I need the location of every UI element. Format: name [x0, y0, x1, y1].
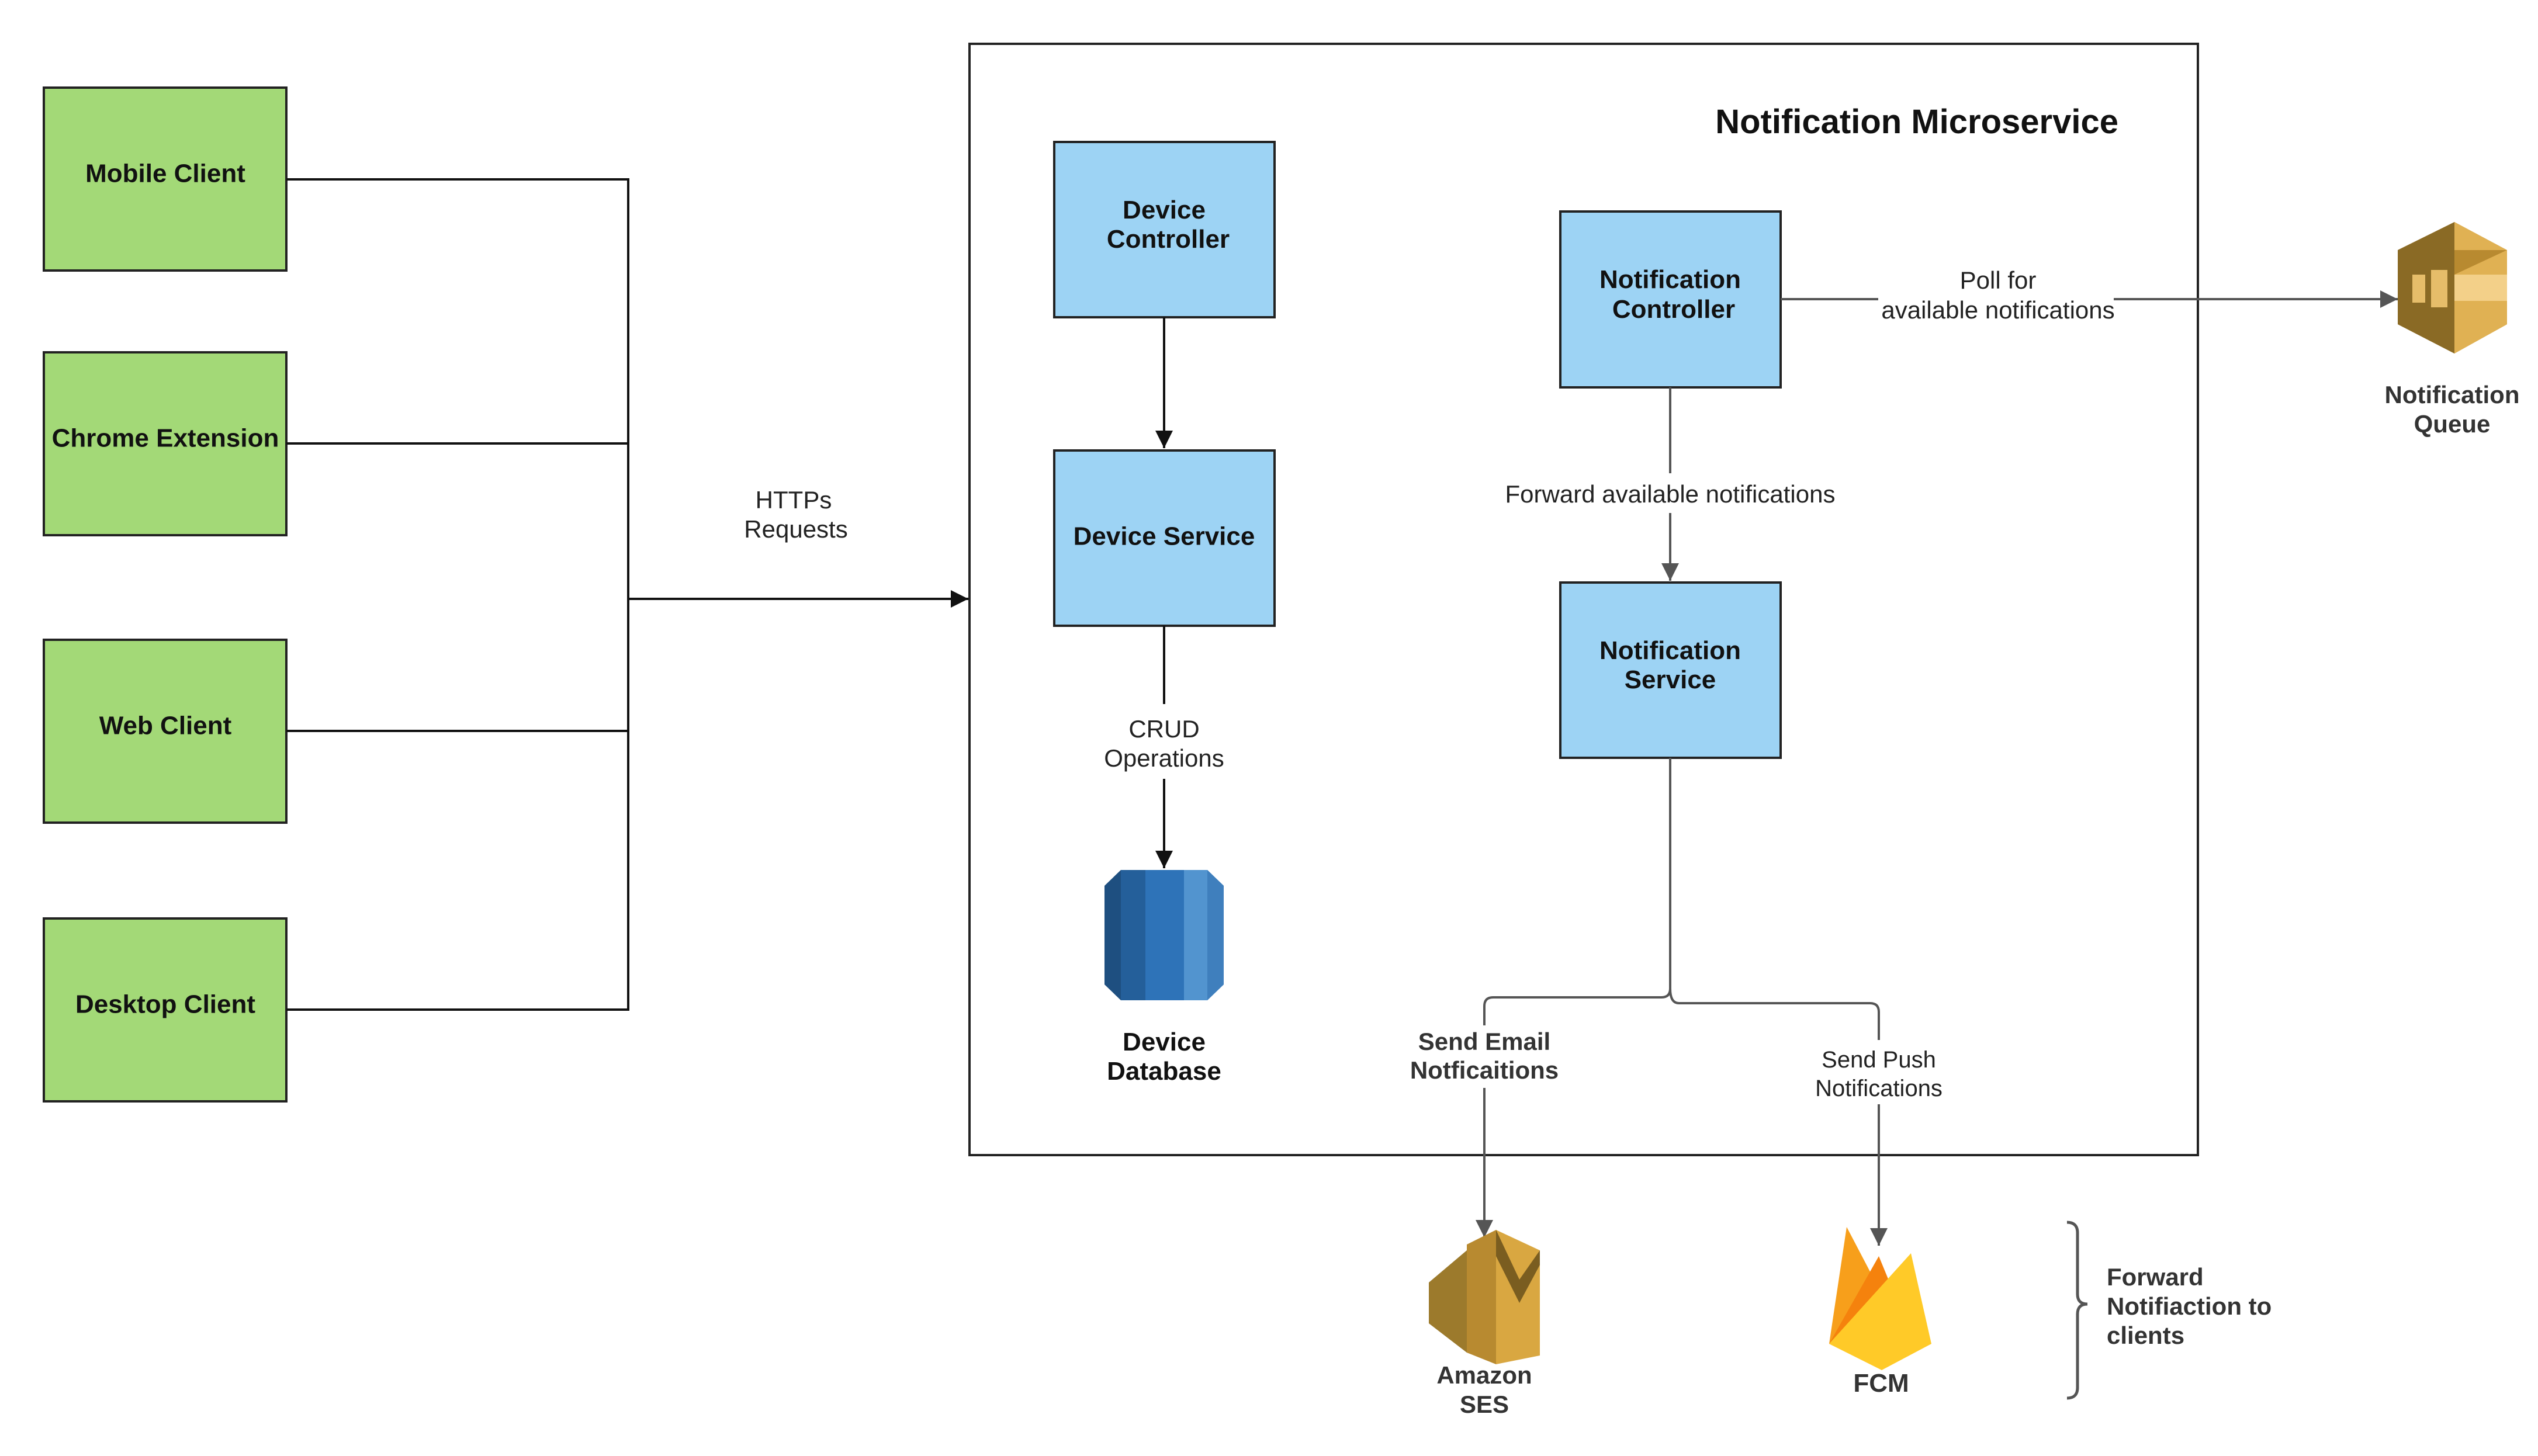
- forward-label: Forward available notifications: [1505, 480, 1836, 508]
- client-mobile: Mobile Client: [43, 86, 288, 272]
- send-branch-edges: Send Email Notficaitions Send Push Notif…: [1410, 758, 1943, 1246]
- fcm-label: FCM: [1853, 1369, 1909, 1398]
- client-web-label: Web Client: [99, 712, 232, 740]
- poll-label-line1: Poll for: [1960, 266, 2037, 294]
- https-requests-edge: HTTPs Requests: [628, 486, 968, 608]
- notification-controller-label-line1: Notification: [1599, 265, 1741, 294]
- forward-notifications-edge: Forward available notifications: [1505, 387, 1836, 581]
- send-email-label-line2: Notficaitions: [1410, 1056, 1559, 1084]
- send-push-label-line1: Send Push: [1822, 1047, 1936, 1073]
- notification-queue-label-line1: Notification: [2385, 381, 2520, 408]
- crud-label-line2: Operations: [1104, 744, 1224, 772]
- device-service-label: Device Service: [1074, 522, 1255, 551]
- aws-sqs-icon: [2398, 222, 2507, 353]
- aws-ses-icon: [1429, 1230, 1540, 1364]
- microservice-boundary: [968, 43, 2199, 1156]
- device-controller-label-line1: Device: [1123, 196, 1206, 224]
- notification-service: Notification Service: [1559, 581, 1782, 759]
- firebase-icon: [1829, 1227, 1931, 1370]
- forward-bracket: [2066, 1221, 2088, 1400]
- amazon-ses-label-line1: Amazon: [1436, 1361, 1532, 1389]
- poll-label-line2: available notifications: [1881, 296, 2114, 324]
- device-controller: Device Controller: [1053, 141, 1276, 318]
- notification-controller: Notification Controller: [1559, 210, 1782, 389]
- client-mobile-label: Mobile Client: [85, 160, 245, 188]
- notification-service-label-line2: Service: [1625, 665, 1716, 694]
- device-database-label-line1: Device: [1123, 1028, 1206, 1056]
- client-chrome-label: Chrome Extension: [52, 424, 279, 453]
- poll-edge: Poll for available notifications: [1781, 266, 2398, 324]
- client-desktop-label: Desktop Client: [75, 990, 255, 1019]
- https-label-line1: HTTPs: [756, 486, 832, 514]
- notification-controller-label-line2: Controller: [1612, 295, 1735, 324]
- crud-label-line1: CRUD: [1128, 715, 1199, 743]
- notification-service-label-line1: Notification: [1599, 636, 1741, 665]
- send-email-label-line1: Send Email: [1418, 1028, 1550, 1055]
- client-connectors: [286, 178, 629, 1011]
- send-push-label-line2: Notifications: [1815, 1076, 1943, 1101]
- client-web: Web Client: [43, 639, 288, 824]
- device-controller-label-line2: Controller: [1107, 225, 1230, 254]
- client-desktop: Desktop Client: [43, 917, 288, 1103]
- bracket-note-line3: clients: [2107, 1322, 2184, 1349]
- client-chrome-extension: Chrome Extension: [43, 351, 288, 536]
- https-label-line2: Requests: [744, 515, 847, 543]
- microservice-title: Notification Microservice: [1715, 103, 2118, 141]
- amazon-ses-label-line2: SES: [1460, 1391, 1509, 1418]
- crud-operations-edge: CRUD Operations: [1104, 626, 1224, 868]
- device-database-label-line2: Database: [1107, 1057, 1221, 1086]
- bracket-note-line1: Forward: [2107, 1263, 2204, 1291]
- aws-rds-icon: [1104, 870, 1224, 1000]
- bracket-note-line2: Notifiaction to: [2107, 1292, 2272, 1320]
- device-service: Device Service: [1053, 449, 1276, 627]
- notification-queue-label-line2: Queue: [2414, 410, 2491, 438]
